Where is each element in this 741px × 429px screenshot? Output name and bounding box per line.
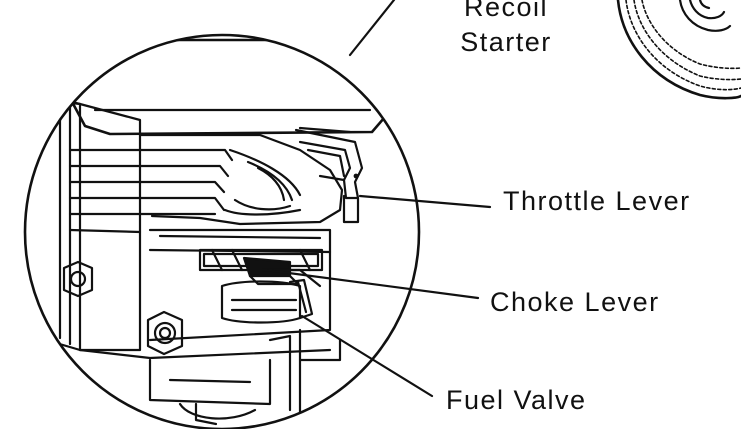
choke-lever-leader <box>264 268 480 300</box>
recoil-starter-label-line2: Starter <box>460 27 552 57</box>
throttle-lever-leader <box>358 194 492 209</box>
fuel-valve-leader <box>300 314 434 398</box>
fuel-valve-label: Fuel Valve <box>446 385 587 415</box>
recoil-starter-leader <box>348 0 396 57</box>
lower-bolt <box>146 310 184 356</box>
magnifier-circle <box>23 33 421 429</box>
recoil-starter-label: Recoil Starter <box>436 0 576 56</box>
left-bolt <box>62 260 94 298</box>
recoil-starter-drawing <box>616 0 741 100</box>
throttle-lever-label: Throttle Lever <box>503 186 691 216</box>
choke-lever-label: Choke Lever <box>490 287 660 317</box>
engine-detail <box>44 38 386 426</box>
recoil-starter-label-line1: Recoil <box>463 0 549 22</box>
